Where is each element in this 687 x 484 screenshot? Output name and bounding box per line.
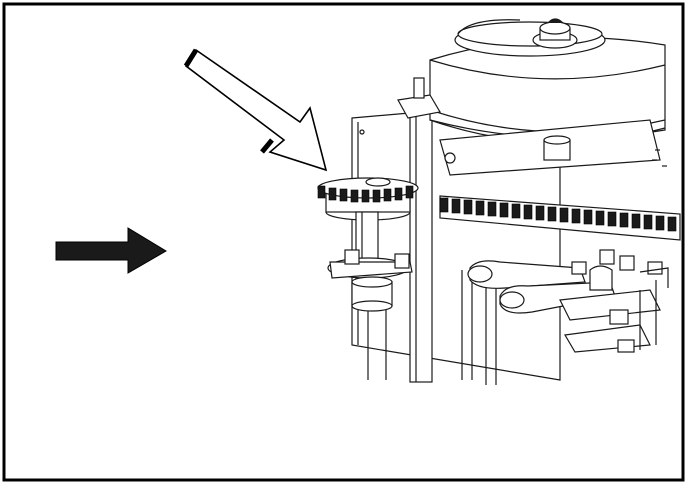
top-mount-bracket xyxy=(397,77,661,176)
fasteners xyxy=(571,249,669,291)
edge-ticks xyxy=(652,149,667,167)
top-pulley xyxy=(429,18,666,143)
center-column xyxy=(409,109,433,383)
machine-assembly xyxy=(317,18,681,385)
drive-chain xyxy=(439,195,681,241)
solid-arrow-icon xyxy=(55,227,167,274)
pin xyxy=(444,152,456,164)
lower-bearing xyxy=(327,249,413,312)
sprocket-chain xyxy=(317,185,414,203)
linkage-arms xyxy=(467,260,661,353)
outline-arrow-icon xyxy=(183,48,328,172)
